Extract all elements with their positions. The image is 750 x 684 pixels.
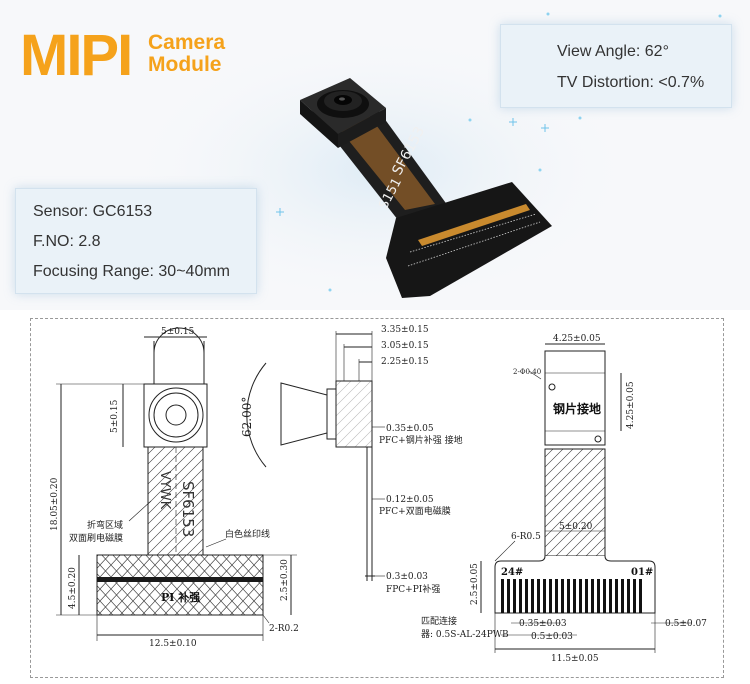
note-silk-line: 白色丝印线 (225, 528, 270, 540)
dim-front-holder-width: 5±0.15 (161, 327, 195, 337)
note-connector-2: 器: 0.5S-AL-24PWB (421, 629, 509, 640)
dim-side-d2: 3.05±0.15 (381, 341, 429, 351)
note-side-t3: FPC+PI补强 (386, 583, 440, 595)
dim-side-d1: 3.35±0.15 (381, 325, 429, 335)
dim-front-total-width: 12.5±0.10 (149, 639, 197, 649)
dim-front-holder-height: 5±0.15 (110, 399, 120, 433)
dim-back-steel-height: 4.25±0.05 (626, 381, 636, 429)
brand-sub-text: Camera Module (148, 32, 225, 76)
front-print-model: SF6153 (179, 481, 197, 537)
dim-stiffener-height: 2.5±0.30 (280, 559, 290, 601)
dim-side-t1: 0.35±0.05 (386, 424, 434, 434)
hero-banner: MIPI Camera Module View Angle: 62° TV Di… (0, 0, 750, 310)
dim-side-t3: 0.3±0.03 (386, 572, 428, 582)
dim-back-pad-height: 2.5±0.05 (470, 563, 480, 605)
dim-back-hole: 2-Φ0.40 (513, 368, 541, 376)
back-steel-label: 钢片接地 (553, 401, 601, 416)
camera-module-photo: SF6153 S151 (300, 78, 552, 298)
dim-back-offset: 0.5±0.07 (665, 619, 707, 629)
spec-card-optics: View Angle: 62° TV Distortion: <0.7% (500, 24, 732, 108)
spec-fno: F.NO: 2.8 (33, 233, 101, 250)
note-side-t1: PFC+钢片补强 接地 (379, 434, 463, 446)
note-connector-1: 匹配连接 (421, 615, 457, 627)
note-side-t2: PFC+双面电磁膜 (379, 505, 451, 517)
dim-back-pitch: 0.5±0.03 (531, 632, 573, 642)
dim-back-total: 11.5±0.05 (551, 654, 599, 664)
brand-main-text: MIPI (20, 23, 133, 88)
spec-view-angle: View Angle: 62° (557, 43, 669, 60)
technical-drawing: 5±0.15 5±0.15 18.05±0.20 折弯区域 双面刷电磁膜 白色丝… (30, 318, 724, 678)
back-pin-01: 01# (631, 567, 653, 578)
spec-focusing-range: Focusing Range: 30~40mm (33, 263, 230, 280)
note-bend-area: 折弯区域 (87, 519, 123, 531)
dim-side-d3: 2.25±0.15 (381, 357, 429, 367)
brand-sub-line-1: Camera (148, 31, 226, 54)
dim-corner-radius: 2-R0.2 (269, 624, 299, 634)
dim-side-t2: 0.12±0.05 (386, 495, 434, 505)
front-print-label: VYWK (157, 471, 172, 510)
drawing-canvas: 5±0.15 5±0.15 18.05±0.20 折弯区域 双面刷电磁膜 白色丝… (50, 325, 707, 664)
note-bend-film: 双面刷电磁膜 (69, 532, 123, 544)
dim-back-pad-width: 0.35±0.03 (519, 619, 567, 629)
spec-card-sensor: Sensor: GC6153 F.NO: 2.8 Focusing Range:… (15, 188, 257, 294)
spec-sensor: Sensor: GC6153 (33, 203, 153, 220)
brand-sub-line-2: Module (148, 53, 222, 76)
spec-tv-distortion: TV Distortion: <0.7% (557, 74, 705, 91)
front-stiffener-label: PI 补强 (161, 590, 200, 604)
dim-back-top-width: 4.25±0.05 (553, 334, 601, 344)
dim-front-total-height: 18.05±0.20 (50, 477, 60, 531)
dim-bottom-height: 4.5±0.20 (68, 567, 78, 609)
dim-back-mid-width: 5±0.20 (559, 522, 593, 532)
back-pin-24: 24# (501, 567, 523, 578)
dim-back-radius: 6-R0.5 (511, 532, 541, 542)
dim-side-angle: 62.00° (240, 397, 254, 437)
